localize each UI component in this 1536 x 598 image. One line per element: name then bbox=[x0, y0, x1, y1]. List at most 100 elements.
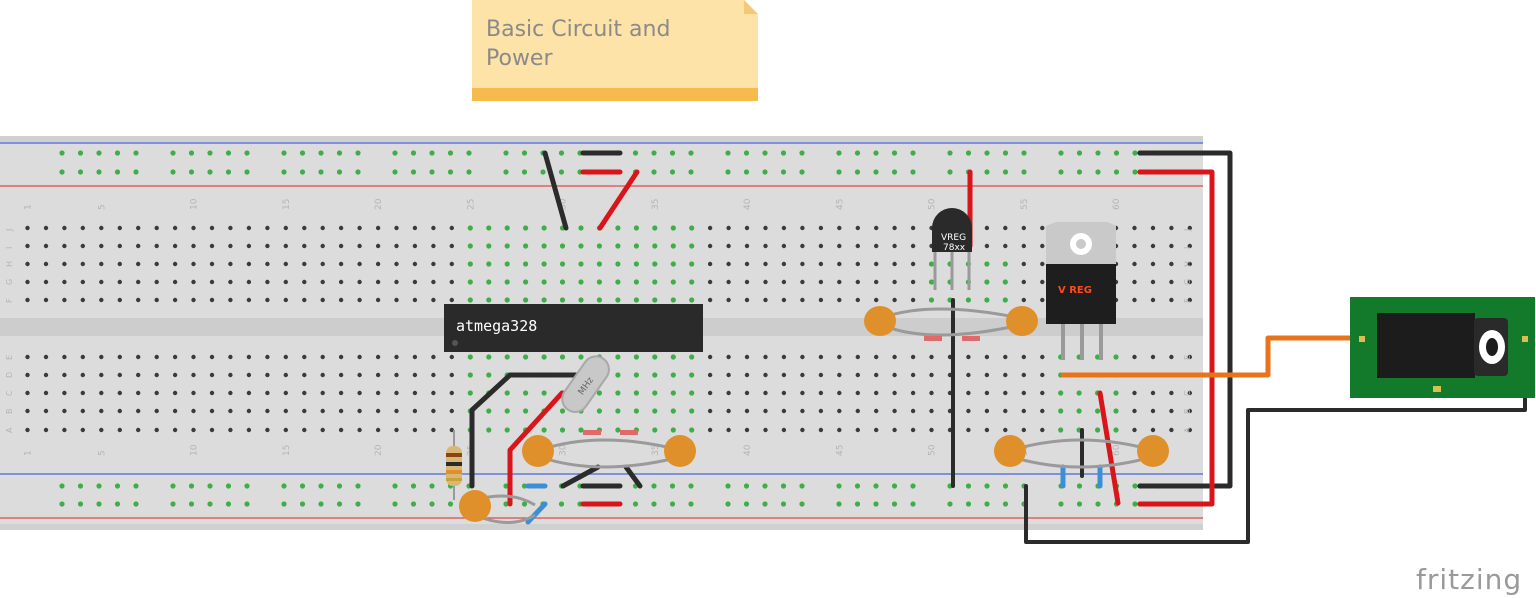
breadboard-hole bbox=[467, 354, 473, 360]
rail-hole bbox=[429, 483, 435, 489]
rail-hole bbox=[410, 169, 417, 175]
breadboard-hole bbox=[1021, 279, 1026, 285]
blue-wire-lower-2[interactable] bbox=[525, 501, 548, 525]
breadboard-hole bbox=[431, 225, 436, 231]
breadboard-hole bbox=[670, 372, 676, 378]
breadboard-hole bbox=[320, 279, 325, 285]
breadboard-hole bbox=[892, 297, 897, 303]
breadboard-hole bbox=[504, 243, 510, 249]
breadboard-hole bbox=[62, 408, 67, 414]
breadboard-hole bbox=[320, 427, 325, 433]
breadboard-hole bbox=[689, 279, 695, 285]
breadboard-hole bbox=[431, 297, 436, 303]
black-wire-short-top[interactable] bbox=[542, 150, 569, 231]
breadboard-hole bbox=[855, 279, 860, 285]
rail-hole bbox=[1076, 169, 1083, 175]
resistor[interactable] bbox=[446, 430, 462, 500]
capacitor-mid-left[interactable] bbox=[864, 306, 1038, 341]
breadboard-hole bbox=[99, 427, 104, 433]
rail-hole bbox=[170, 169, 176, 175]
rail-hole bbox=[669, 501, 676, 507]
column-number: 5 bbox=[97, 450, 107, 456]
breadboard-hole bbox=[596, 243, 603, 249]
breadboard-hole bbox=[99, 354, 104, 360]
large-voltage-regulator[interactable]: V REG bbox=[1046, 222, 1116, 360]
breadboard-hole bbox=[781, 408, 787, 414]
black-wire-lower-2[interactable] bbox=[623, 464, 643, 489]
breadboard-hole bbox=[394, 354, 399, 360]
rail-hole bbox=[799, 483, 805, 489]
rail-hole bbox=[780, 501, 787, 507]
breadboard-hole bbox=[652, 354, 658, 360]
breadboard-hole bbox=[984, 390, 990, 396]
dc-power-jack[interactable] bbox=[1350, 297, 1535, 398]
column-number: 25 bbox=[466, 199, 476, 210]
breadboard-hole bbox=[800, 261, 805, 267]
breadboard-hole bbox=[99, 408, 104, 414]
black-wire-lower-1[interactable] bbox=[560, 464, 601, 489]
breadboard-hole bbox=[486, 427, 492, 433]
breadboard-hole bbox=[62, 297, 67, 303]
black-wire-crystal[interactable] bbox=[469, 372, 586, 489]
rail-hole bbox=[521, 501, 528, 507]
breadboard-hole bbox=[874, 279, 879, 285]
breadboard-hole bbox=[357, 390, 362, 396]
capacitor-lower-left[interactable] bbox=[459, 490, 536, 524]
rail-hole bbox=[521, 169, 528, 175]
red-wire-diag-right[interactable] bbox=[1097, 390, 1121, 506]
row-letter: F bbox=[5, 298, 14, 303]
breadboard-hole bbox=[763, 297, 768, 303]
breadboard-hole bbox=[154, 243, 159, 249]
breadboard-hole bbox=[615, 297, 621, 303]
breadboard-hole bbox=[874, 261, 879, 267]
breadboard-hole bbox=[800, 408, 805, 414]
breadboard-hole bbox=[1169, 261, 1174, 267]
black-wire-right-rails[interactable] bbox=[1137, 150, 1233, 489]
breadboard-hole bbox=[283, 243, 288, 249]
orange-wire-jack[interactable] bbox=[1060, 335, 1361, 378]
breadboard-hole bbox=[984, 408, 990, 414]
red-wire-short-top[interactable] bbox=[597, 169, 640, 231]
capacitor-lower-right[interactable] bbox=[994, 435, 1169, 469]
rail-hole bbox=[725, 150, 731, 156]
breadboard-hole bbox=[412, 297, 418, 303]
breadboard-hole bbox=[689, 408, 695, 414]
rail-hole bbox=[244, 501, 250, 507]
breadboard-hole bbox=[172, 243, 178, 249]
breadboard-hole bbox=[375, 261, 381, 267]
breadboard-hole bbox=[99, 390, 104, 396]
breadboard-hole bbox=[246, 225, 252, 231]
breadboard-hole bbox=[689, 297, 695, 303]
red-wire-right-rails[interactable] bbox=[1137, 169, 1215, 507]
breadboard-hole bbox=[302, 372, 307, 378]
capacitor-lower-mid[interactable] bbox=[522, 430, 696, 469]
breadboard-hole bbox=[117, 297, 123, 303]
rail-hole bbox=[1021, 169, 1027, 175]
breadboard-hole bbox=[172, 354, 178, 360]
breadboard-hole bbox=[431, 372, 436, 378]
breadboard-hole bbox=[559, 261, 566, 267]
breadboard-hole bbox=[375, 243, 381, 249]
crystal-oscillator[interactable]: MHz bbox=[557, 351, 614, 417]
breadboard-hole bbox=[1002, 261, 1008, 267]
row-letter: A bbox=[5, 427, 14, 433]
breadboard-hole bbox=[504, 408, 510, 414]
black-wire-jack-ground[interactable] bbox=[1024, 360, 1527, 544]
breadboard-hole bbox=[800, 372, 805, 378]
breadboard-hole bbox=[338, 354, 344, 360]
small-voltage-regulator[interactable]: VREG 78xx bbox=[932, 208, 972, 290]
breadboard-hole bbox=[467, 279, 473, 285]
column-number: 15 bbox=[282, 199, 292, 210]
breadboard-hole bbox=[1003, 427, 1008, 433]
breadboard-hole bbox=[412, 427, 418, 433]
atmega328-chip[interactable]: atmega328 bbox=[444, 304, 703, 352]
breadboard-hole bbox=[486, 261, 492, 267]
rail-hole bbox=[1058, 501, 1064, 507]
breadboard-hole bbox=[726, 261, 731, 267]
column-number: 40 bbox=[743, 198, 753, 210]
rail-hole bbox=[780, 150, 787, 156]
red-wire-lower-left[interactable] bbox=[507, 390, 565, 507]
sticky-note[interactable]: Basic Circuit and Power bbox=[472, 0, 758, 101]
capacitors bbox=[459, 306, 1169, 524]
breadboard-hole bbox=[855, 354, 860, 360]
